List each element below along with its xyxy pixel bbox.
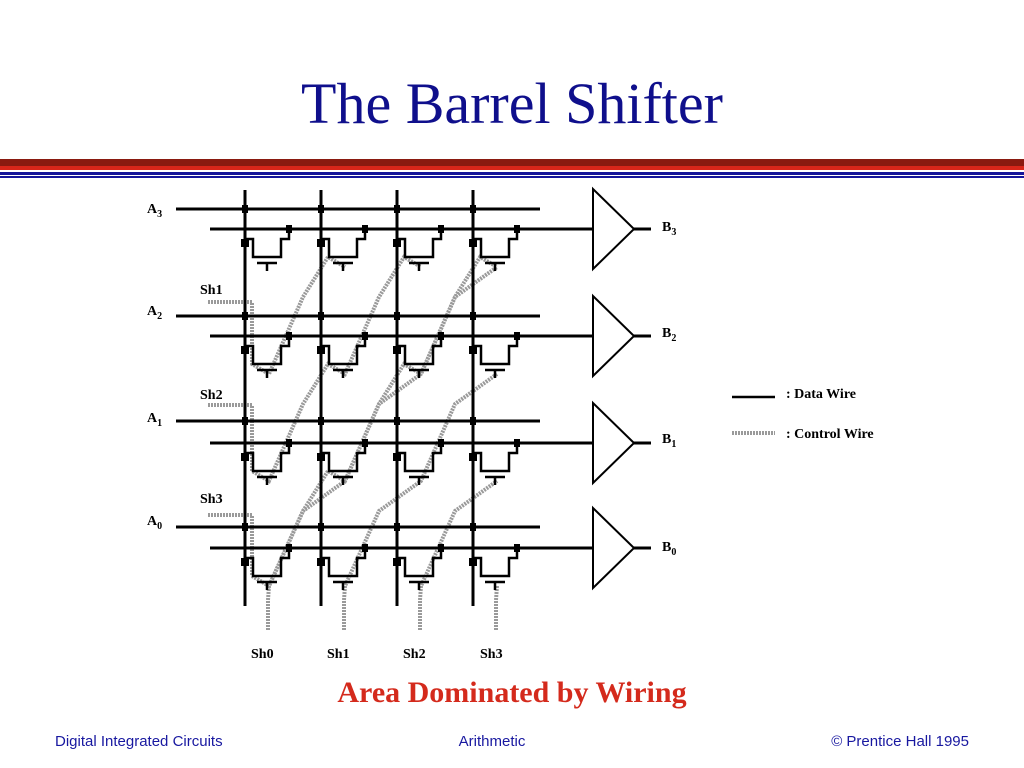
transistor-channel — [321, 548, 367, 578]
caption: Area Dominated by Wiring — [337, 676, 687, 709]
transistor-channel — [473, 336, 519, 366]
output-label-b1: B1 — [662, 432, 676, 450]
title-rule-red — [0, 166, 1024, 170]
junction-dot — [317, 453, 325, 461]
control-label-sh1-bottom: Sh1 — [327, 647, 350, 662]
input-label-a2: A2 — [147, 304, 162, 322]
control-wire-left-0 — [208, 254, 347, 377]
labels-layer: A3 A2 A1 A0 B3 B2 B1 B0 Sh1 Sh2 Sh3 Sh0 … — [147, 202, 874, 662]
legend-data-wire-label: : Data Wire — [786, 387, 856, 402]
junction-dot — [241, 239, 249, 247]
junction-dot — [318, 417, 324, 425]
junction-dot — [317, 558, 325, 566]
junction-dot — [242, 205, 248, 213]
output-buffer-3 — [592, 505, 636, 591]
transistor-channel — [473, 229, 519, 259]
transistor-channel — [321, 229, 367, 259]
junction-dot — [469, 453, 477, 461]
junction-dot — [318, 312, 324, 320]
output-label-b3: B3 — [662, 220, 676, 238]
junction-dot — [393, 346, 401, 354]
junction-dot — [242, 312, 248, 320]
input-label-a3: A3 — [147, 202, 162, 220]
control-wire-left-1 — [208, 254, 423, 484]
output-buffer-2 — [592, 400, 636, 486]
junction-dot — [241, 453, 249, 461]
junction-dot — [317, 239, 325, 247]
junction-dot — [469, 239, 477, 247]
footer-copyright: © Prentice Hall 1995 — [831, 733, 969, 750]
output-buffer-0 — [592, 186, 636, 272]
junction-dot — [470, 417, 476, 425]
wires-layer — [176, 186, 651, 630]
transistor-channel — [397, 548, 443, 578]
control-wire-bottom-1 — [342, 372, 499, 630]
input-label-a1: A1 — [147, 411, 162, 429]
legend-control-wire-label: : Control Wire — [786, 427, 874, 442]
control-label-sh2-left: Sh2 — [200, 388, 223, 403]
junction-dot — [241, 558, 249, 566]
transistor-channel — [397, 336, 443, 366]
junction-dot — [318, 205, 324, 213]
control-label-sh0-bottom: Sh0 — [251, 647, 274, 662]
control-wire-bottom-2 — [418, 479, 499, 630]
transistor-channel — [245, 229, 291, 259]
junction-dot — [318, 523, 324, 531]
control-wire-bottom-0 — [266, 265, 499, 630]
junction-dot — [242, 417, 248, 425]
junction-dot — [470, 312, 476, 320]
footer-course: Digital Integrated Circuits — [55, 733, 223, 750]
junction-dot — [394, 312, 400, 320]
transistor-channel — [321, 443, 367, 473]
title-rule-blue — [0, 172, 1024, 175]
junction-dot — [393, 239, 401, 247]
control-label-sh3-left: Sh3 — [200, 492, 223, 507]
junction-dot — [470, 205, 476, 213]
output-label-b2: B2 — [662, 326, 676, 344]
footer-topic: Arithmetic — [458, 733, 526, 750]
transistor-channel — [473, 548, 519, 578]
title-rule-blue-thin — [0, 176, 1024, 178]
input-label-a0: A0 — [147, 514, 162, 532]
junction-dot — [242, 523, 248, 531]
control-wire-bottom-3 — [494, 585, 499, 630]
slide-title: The Barrel Shifter — [301, 71, 723, 136]
transistor-channel — [397, 229, 443, 259]
junction-dot — [469, 558, 477, 566]
transistor-channel — [245, 336, 291, 366]
junction-dot — [317, 346, 325, 354]
junction-dot — [394, 205, 400, 213]
control-label-sh1-left: Sh1 — [200, 283, 223, 298]
junction-dot — [393, 558, 401, 566]
transistor-channel — [397, 443, 443, 473]
control-label-sh3-bottom: Sh3 — [480, 647, 503, 662]
junction-dot — [394, 523, 400, 531]
control-label-sh2-bottom: Sh2 — [403, 647, 426, 662]
junction-dot — [241, 346, 249, 354]
output-buffer-1 — [592, 293, 636, 379]
junction-dot — [393, 453, 401, 461]
output-label-b0: B0 — [662, 540, 676, 558]
transistor-channel — [245, 548, 291, 578]
junction-dot — [470, 523, 476, 531]
junction-dot — [469, 346, 477, 354]
transistor-channel — [321, 336, 367, 366]
transistor-channel — [245, 443, 291, 473]
transistor-channel — [473, 443, 519, 473]
junction-dot — [394, 417, 400, 425]
title-rule-dark-red — [0, 159, 1024, 166]
